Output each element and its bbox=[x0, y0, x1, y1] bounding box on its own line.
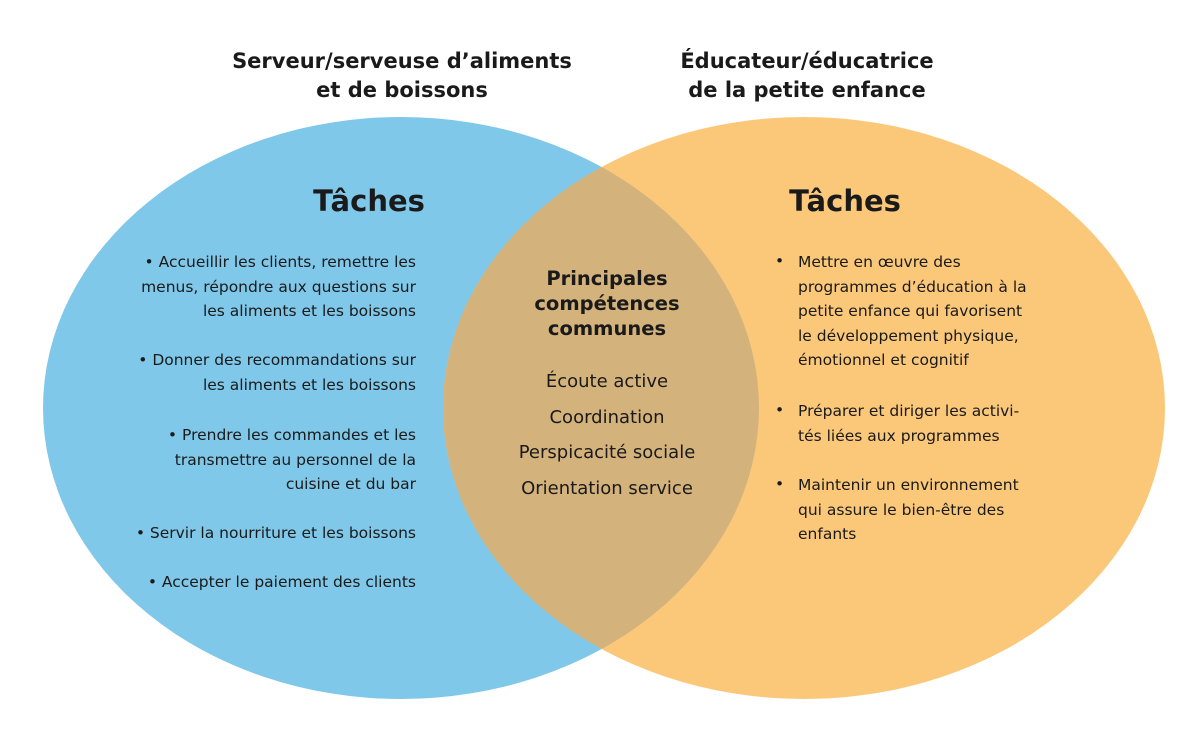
common-skill: Coordination bbox=[549, 406, 665, 428]
right-bullet-line: enfants bbox=[798, 525, 857, 543]
right-heading: Tâches bbox=[789, 184, 901, 218]
right-bullet-line: le développement physique, bbox=[798, 326, 1019, 345]
overlap-region bbox=[443, 117, 759, 699]
right-bullet-line: qui assure le bien-être des bbox=[798, 500, 1005, 519]
right-bullet-icon: • bbox=[775, 475, 785, 493]
left-bullet-line: cuisine et du bar bbox=[285, 475, 416, 493]
common-skill: Écoute active bbox=[545, 371, 669, 392]
right-bullet-icon: • bbox=[775, 401, 785, 419]
left-bullet-line: • Donner des recommandations sur bbox=[138, 351, 416, 369]
left-title-line: et de boissons bbox=[316, 78, 488, 102]
left-bullet-line: • Servir la nourriture et les boissons bbox=[135, 524, 416, 542]
right-bullet-icon: • bbox=[775, 252, 785, 270]
left-bullet-line: les aliments et les boissons bbox=[202, 375, 416, 394]
right-bullet-line: Préparer et diriger les activi- bbox=[798, 402, 1020, 420]
left-bullet-line: • Accepter le paiement des clients bbox=[147, 573, 416, 591]
left-bullet-line: transmettre au personnel de la bbox=[174, 450, 416, 469]
right-bullet-line: tés liées aux programmes bbox=[798, 426, 1000, 445]
left-bullet-line: les aliments et les boissons bbox=[202, 302, 416, 320]
right-bullet-line: Maintenir un environnement bbox=[798, 476, 1019, 494]
center-heading-line: communes bbox=[547, 317, 667, 340]
right-bullet-line: petite enfance qui favorisent bbox=[798, 302, 1023, 320]
common-skill: Perspicacité sociale bbox=[518, 442, 696, 463]
center-heading-line: Principales bbox=[546, 267, 668, 290]
right-bullet-line: émotionnel et cognitif bbox=[798, 351, 969, 369]
center-heading-line: compétences bbox=[534, 292, 680, 315]
left-bullet-line: • Prendre les commandes et les bbox=[167, 426, 416, 444]
left-bullet-line: menus, répondre aux questions sur bbox=[141, 277, 416, 296]
left-title-line: Serveur/serveuse d’aliments bbox=[232, 49, 572, 73]
right-bullet-line: Mettre en œuvre des bbox=[798, 253, 961, 271]
right-title-line: de la petite enfance bbox=[688, 78, 926, 102]
right-title-line: Éducateur/éducatrice bbox=[680, 49, 934, 73]
left-heading: Tâches bbox=[313, 184, 425, 218]
left-bullet-line: • Accueillir les clients, remettre les bbox=[144, 253, 416, 271]
right-bullet-line: programmes d’éducation à la bbox=[798, 277, 1027, 296]
common-skill: Orientation service bbox=[521, 477, 693, 499]
